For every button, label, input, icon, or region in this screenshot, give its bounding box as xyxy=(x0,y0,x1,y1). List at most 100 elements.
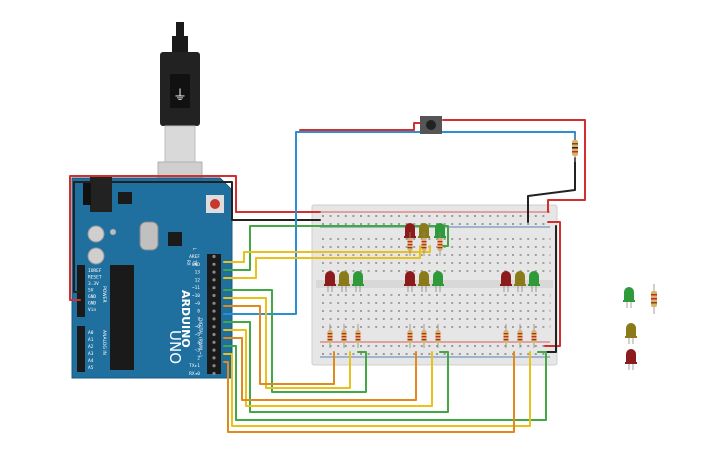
breadboard-hole xyxy=(420,270,423,272)
breadboard-hole xyxy=(527,294,530,296)
breadboard-hole xyxy=(420,318,423,320)
tx-label: TX xyxy=(192,259,197,265)
breadboard-hole xyxy=(420,310,423,312)
breadboard-hole xyxy=(436,318,438,320)
wire-red-5v xyxy=(69,175,321,301)
rail-hole xyxy=(375,345,378,347)
pin-hole[interactable] xyxy=(212,364,216,368)
pin-hole[interactable] xyxy=(212,356,216,360)
rail-hole xyxy=(443,353,446,355)
rail-hole xyxy=(489,215,492,217)
breadboard-hole xyxy=(390,318,393,320)
breadboard-hole xyxy=(489,246,492,248)
breadboard-hole xyxy=(481,310,484,312)
row-letter: c xyxy=(549,253,551,257)
pin-hole[interactable] xyxy=(212,278,216,282)
pin-hole[interactable] xyxy=(212,293,216,298)
rail-hole xyxy=(504,223,507,225)
row-letter: h xyxy=(549,309,551,313)
breadboard-hole xyxy=(367,310,370,312)
rail-hole xyxy=(534,215,537,217)
pin-hole[interactable] xyxy=(212,270,216,274)
breadboard-hole xyxy=(489,262,492,264)
pin-hole[interactable] xyxy=(212,332,216,337)
breadboard-hole xyxy=(527,270,530,272)
breadboard-hole xyxy=(466,270,469,272)
breadboard-hole xyxy=(375,246,378,248)
wire-black-gnd xyxy=(73,181,321,293)
breadboard-hole xyxy=(413,254,416,256)
pin-hole[interactable] xyxy=(212,301,216,305)
breadboard-hole xyxy=(420,302,423,304)
breadboard-hole xyxy=(413,270,416,272)
pin-hole[interactable] xyxy=(212,286,216,290)
power-pin-label: IOREF xyxy=(88,268,102,274)
pin-hole[interactable] xyxy=(212,254,216,259)
power-pin-label: Vin xyxy=(88,307,96,313)
rail-hole xyxy=(360,223,362,225)
breadboard-hole xyxy=(329,318,332,320)
breadboard-hole xyxy=(337,238,340,240)
pin-hole[interactable] xyxy=(212,371,216,376)
breadboard-hole xyxy=(443,302,446,304)
rail-hole xyxy=(420,353,423,355)
breadboard-hole xyxy=(534,326,537,328)
breadboard-hole xyxy=(322,294,324,296)
wire-green-3 xyxy=(223,321,449,413)
rail-hole xyxy=(519,345,522,347)
rail-hole xyxy=(398,353,400,355)
pin-hole[interactable] xyxy=(212,317,216,321)
breadboard-hole xyxy=(481,246,484,248)
breadboard-hole xyxy=(329,310,332,312)
breadboard-hole xyxy=(382,302,385,304)
breadboard-hole xyxy=(398,302,400,304)
resistor xyxy=(503,324,509,348)
rail-hole xyxy=(322,223,324,225)
breadboard-hole xyxy=(542,302,545,304)
rail-hole xyxy=(337,223,340,225)
breadboard-hole xyxy=(322,318,324,320)
pushbutton[interactable] xyxy=(420,116,442,134)
breadboard-hole xyxy=(481,302,484,304)
breadboard-hole xyxy=(375,270,378,272)
breadboard-hole xyxy=(496,238,499,240)
breadboard-hole xyxy=(542,310,545,312)
breadboard-hole xyxy=(405,254,408,256)
rail-hole xyxy=(451,215,454,217)
pin-hole[interactable] xyxy=(212,262,216,266)
breadboard-hole xyxy=(504,270,507,272)
rail-hole xyxy=(512,215,514,217)
breadboard-hole xyxy=(481,326,484,328)
breadboard-hole xyxy=(542,270,545,272)
rail-hole xyxy=(527,345,530,347)
rail-hole xyxy=(451,353,454,355)
analog-pin-label: A4 xyxy=(88,358,94,364)
resistor xyxy=(355,324,361,348)
breadboard-hole xyxy=(322,270,324,272)
pin-hole[interactable] xyxy=(212,340,216,344)
rail-hole xyxy=(329,345,332,347)
rail-hole xyxy=(329,215,332,217)
breadboard-hole xyxy=(451,270,454,272)
breadboard-hole xyxy=(466,246,469,248)
breadboard-hole xyxy=(481,318,484,320)
wires xyxy=(69,119,586,433)
rail-hole xyxy=(443,345,446,347)
rail-hole xyxy=(398,215,400,217)
breadboard-hole xyxy=(398,294,400,296)
pin-hole[interactable] xyxy=(212,348,216,352)
rail-hole xyxy=(443,223,446,225)
breadboard-hole xyxy=(504,302,507,304)
breadboard-hole xyxy=(322,302,324,304)
led-yellow xyxy=(514,271,526,292)
breadboard-hole xyxy=(542,262,545,264)
rail-hole xyxy=(474,215,476,217)
rail-hole xyxy=(420,345,423,347)
breadboard-hole xyxy=(398,238,400,240)
pin-hole[interactable] xyxy=(212,325,216,329)
pin-hole[interactable] xyxy=(212,309,216,313)
row-letter: j xyxy=(549,293,551,297)
breadboard-hole xyxy=(375,310,378,312)
breadboard-hole xyxy=(367,254,370,256)
